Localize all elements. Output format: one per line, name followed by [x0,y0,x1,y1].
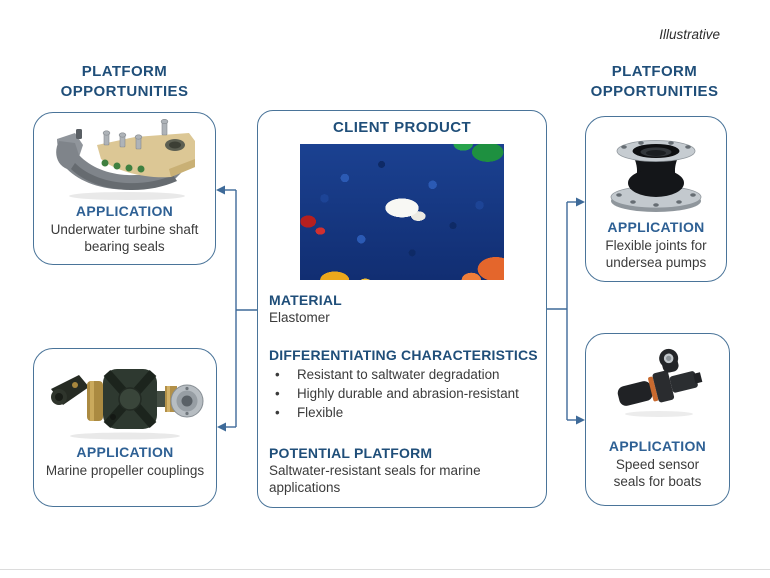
differentiating-characteristics-label: DIFFERENTIATING CHARACTERISTICS [269,346,538,363]
right-bottom-application-box: APPLICATION Speed sensor seals for boats [585,333,730,506]
application-text: Underwater turbine shaft bearing seals [50,222,199,255]
potential-platform-value: Saltwater-resistant seals for marine app… [269,462,481,496]
plastic-pellets-image [300,144,504,280]
application-text: Marine propeller couplings [45,463,205,478]
arrowhead-right-top [576,197,585,207]
turbine-bearing-seal-image [55,119,195,200]
application-label: APPLICATION [608,438,707,454]
characteristic-item: Highly durable and abrasion-resistant [269,384,540,403]
application-text: Speed sensor seals for boats [613,457,702,490]
arrowhead-left-bottom [217,422,226,432]
left-top-application-box: APPLICATION Underwater turbine shaft bea… [33,112,216,265]
arrowhead-right-bottom [576,415,585,425]
right-platform-opportunities-header: PLATFORM OPPORTUNITIES [590,63,719,101]
left-bottom-application-box: APPLICATION Marine propeller couplings [33,348,217,507]
application-label: APPLICATION [75,203,174,219]
right-top-application-box: APPLICATION Flexible joints for undersea… [585,116,727,282]
slide-bottom-edge [0,569,770,570]
characteristic-item: Flexible [269,403,540,422]
application-text: Flexible joints for undersea pumps [605,238,707,271]
material-value: Elastomer [269,310,330,325]
client-product-title: CLIENT PRODUCT [332,119,472,136]
left-platform-opportunities-header: PLATFORM OPPORTUNITIES [60,63,189,101]
propeller-coupling-image [51,369,204,440]
speed-sensor-image [617,348,702,417]
arrowhead-left-top [216,185,225,195]
application-label: APPLICATION [607,219,705,235]
material-label: MATERIAL [269,292,342,308]
flexible-joint-image [610,140,702,212]
potential-platform-label: POTENTIAL PLATFORM [269,444,433,461]
characteristics-list: Resistant to saltwater degradation Highl… [269,365,540,423]
client-product-box: CLIENT PRODUCT MATERIAL Elastomer DIFFER… [257,110,547,508]
application-label: APPLICATION [76,444,174,460]
characteristic-item: Resistant to saltwater degradation [269,365,540,384]
illustrative-note: Illustrative [659,27,720,42]
